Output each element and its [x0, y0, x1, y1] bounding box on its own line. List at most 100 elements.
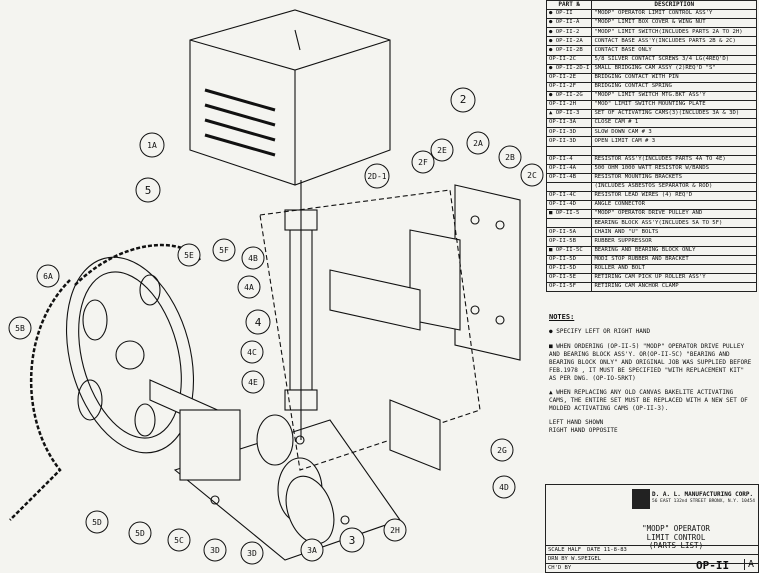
note-3: ▲ WHEN REPLACING ANY OLD CANVAS BAKELITE…: [549, 389, 748, 413]
svg-text:5F: 5F: [219, 246, 229, 255]
dashed-frame: [259, 189, 481, 471]
callout-1a: 1A: [139, 132, 165, 158]
svg-text:4A: 4A: [244, 283, 254, 292]
part-mark: ●: [549, 64, 556, 71]
part-description: RUBBER SUPPRESSOR: [591, 236, 757, 247]
svg-text:5C: 5C: [174, 536, 184, 545]
part-number: OP-II-5D: [545, 263, 593, 274]
parts-row: ● OP-II-A"MODP" LIMIT BOX COVER & WING N…: [545, 18, 757, 29]
svg-text:2D-1: 2D-1: [367, 172, 386, 181]
svg-text:3D: 3D: [210, 546, 220, 555]
part-description: "MODP" OPERATOR DRIVE PULLEY AND: [591, 209, 757, 220]
part-description: "MODP" LIMIT SWITCH MTG.BKT ASS'Y: [591, 90, 757, 102]
part-description: RETIRING CAM PICK UP ROLLER ASS'Y: [591, 272, 757, 283]
part-number: OP-II-5D: [545, 254, 593, 265]
part-description: RETIRING CAM ANCHOR CLAMP: [591, 281, 757, 293]
part-description: BEARING BLOCK ASS'Y(INCLUDES 5A TO 5F): [591, 218, 757, 229]
svg-text:3A: 3A: [307, 546, 317, 555]
exploded-view-drawing: 1A 2 2A 2B 2C 2D-1 2E 2F 2G 2H 3 3A 3D 4…: [8, 9, 544, 565]
parts-row: ● OP-II"MODP" OPERATOR LIMIT CONTROL ASS…: [545, 9, 757, 20]
svg-text:3D: 3D: [247, 549, 257, 558]
part-description: ANGLE CONNECTOR: [591, 200, 757, 211]
svg-text:5B: 5B: [15, 324, 25, 333]
svg-text:5D: 5D: [92, 518, 102, 527]
part-number: OP-II-3A: [545, 118, 593, 129]
note-5: RIGHT HAND OPPOSITE: [549, 427, 618, 435]
part-description: OPEN LIMIT CAM # 3: [591, 136, 757, 147]
part-description: BRIDGING CONTACT SPRING: [591, 81, 757, 92]
resistor-assembly: [284, 180, 318, 440]
svg-text:6A: 6A: [43, 272, 53, 281]
callout-4a: 4A: [237, 275, 261, 299]
svg-text:4B: 4B: [248, 254, 258, 263]
part-description: "MOD" LIMIT SWITCH MOUNTING PLATE: [591, 100, 757, 111]
part-number: [545, 181, 593, 192]
note-4: LEFT HAND SHOWN: [549, 419, 604, 427]
part-mark: ●: [549, 46, 556, 53]
svg-text:3: 3: [349, 534, 356, 547]
part-description: BRIDGING CONTACT WITH PIN: [591, 72, 757, 83]
part-number: OP-II-2F: [545, 81, 593, 92]
part-description: "MODP" OPERATOR LIMIT CONTROL ASS'Y: [591, 9, 757, 20]
parts-row: OP-II-2H"MOD" LIMIT SWITCH MOUNTING PLAT…: [545, 100, 757, 111]
part-number: ● OP-II-2A: [545, 36, 593, 47]
part-mark: ■: [549, 210, 556, 217]
part-number: ● OP-II-2B: [545, 45, 593, 56]
part-number: OP-II-2E: [545, 72, 593, 83]
sheet-letter: A: [743, 559, 754, 570]
note-1: ● SPECIFY LEFT OR RIGHT HAND: [549, 328, 651, 336]
callout-4b: 4B: [241, 246, 265, 270]
part-description: CONTACT BASE ONLY: [591, 45, 757, 56]
part-number: OP-II-4D: [545, 200, 593, 211]
drawing-number: OP-II: [696, 559, 730, 572]
callout-5f: 5F: [212, 238, 236, 262]
part-number: OP-II-5E: [545, 272, 593, 283]
part-number: OP-II-4: [545, 154, 593, 165]
parts-row: ● OP-II-2"MODP" LIMIT SWITCH(INCLUDES PA…: [545, 27, 757, 38]
part-number: OP-II-5A: [545, 227, 593, 238]
svg-text:2A: 2A: [473, 139, 483, 148]
part-description: RESISTOR ASS'Y(INCLUDES PARTS 4A TO 4E): [591, 154, 757, 165]
part-description: (INCLUDES ASBESTOS SEPARATOR & ROD): [591, 181, 757, 192]
title-block: D. A. L. MANUFACTURING CORP. 56 EAST 132…: [545, 484, 759, 573]
callout-5d-b: 5D: [85, 510, 109, 534]
part-mark: ●: [549, 37, 556, 44]
part-description: CONTACT BASE ASS'Y(INCLUDES PARTS 2B & 2…: [591, 36, 757, 47]
part-description: SET OF ACTIVATING CAMS(3)(INCLUDES 3A & …: [591, 109, 757, 120]
part-description: RESISTOR LEAD WIRES (4) REQ'D: [591, 190, 757, 202]
part-number: OP-II-3D: [545, 127, 593, 138]
part-description: BEARING AND BEARING BLOCK ONLY: [591, 245, 757, 256]
checked-by: CH'D BY: [548, 565, 572, 571]
drawing-title-line-1: "MODP" OPERATOR: [642, 524, 710, 533]
part-number: OP-II-2C: [545, 54, 593, 65]
callout-5: 5: [135, 177, 161, 203]
part-number: OP-II-4B: [545, 172, 593, 183]
svg-text:4E: 4E: [248, 378, 258, 387]
part-mark: ●: [549, 92, 556, 99]
callout-2f: 2F: [411, 150, 435, 174]
callout-2h: 2H: [383, 518, 407, 542]
svg-text:2: 2: [460, 93, 467, 106]
parts-row: ● OP-II-2G"MODP" LIMIT SWITCH MTG.BKT AS…: [545, 90, 757, 102]
part-number: OP-II-3D: [545, 136, 593, 147]
part-mark: ●: [549, 19, 556, 26]
callout-5d: 5D: [128, 521, 152, 545]
parts-row: ■ OP-II-5"MODP" OPERATOR DRIVE PULLEY AN…: [545, 209, 757, 220]
part-number: [545, 218, 593, 229]
scale: SCALE HALF: [548, 547, 582, 553]
callout-5c: 5C: [167, 528, 191, 552]
